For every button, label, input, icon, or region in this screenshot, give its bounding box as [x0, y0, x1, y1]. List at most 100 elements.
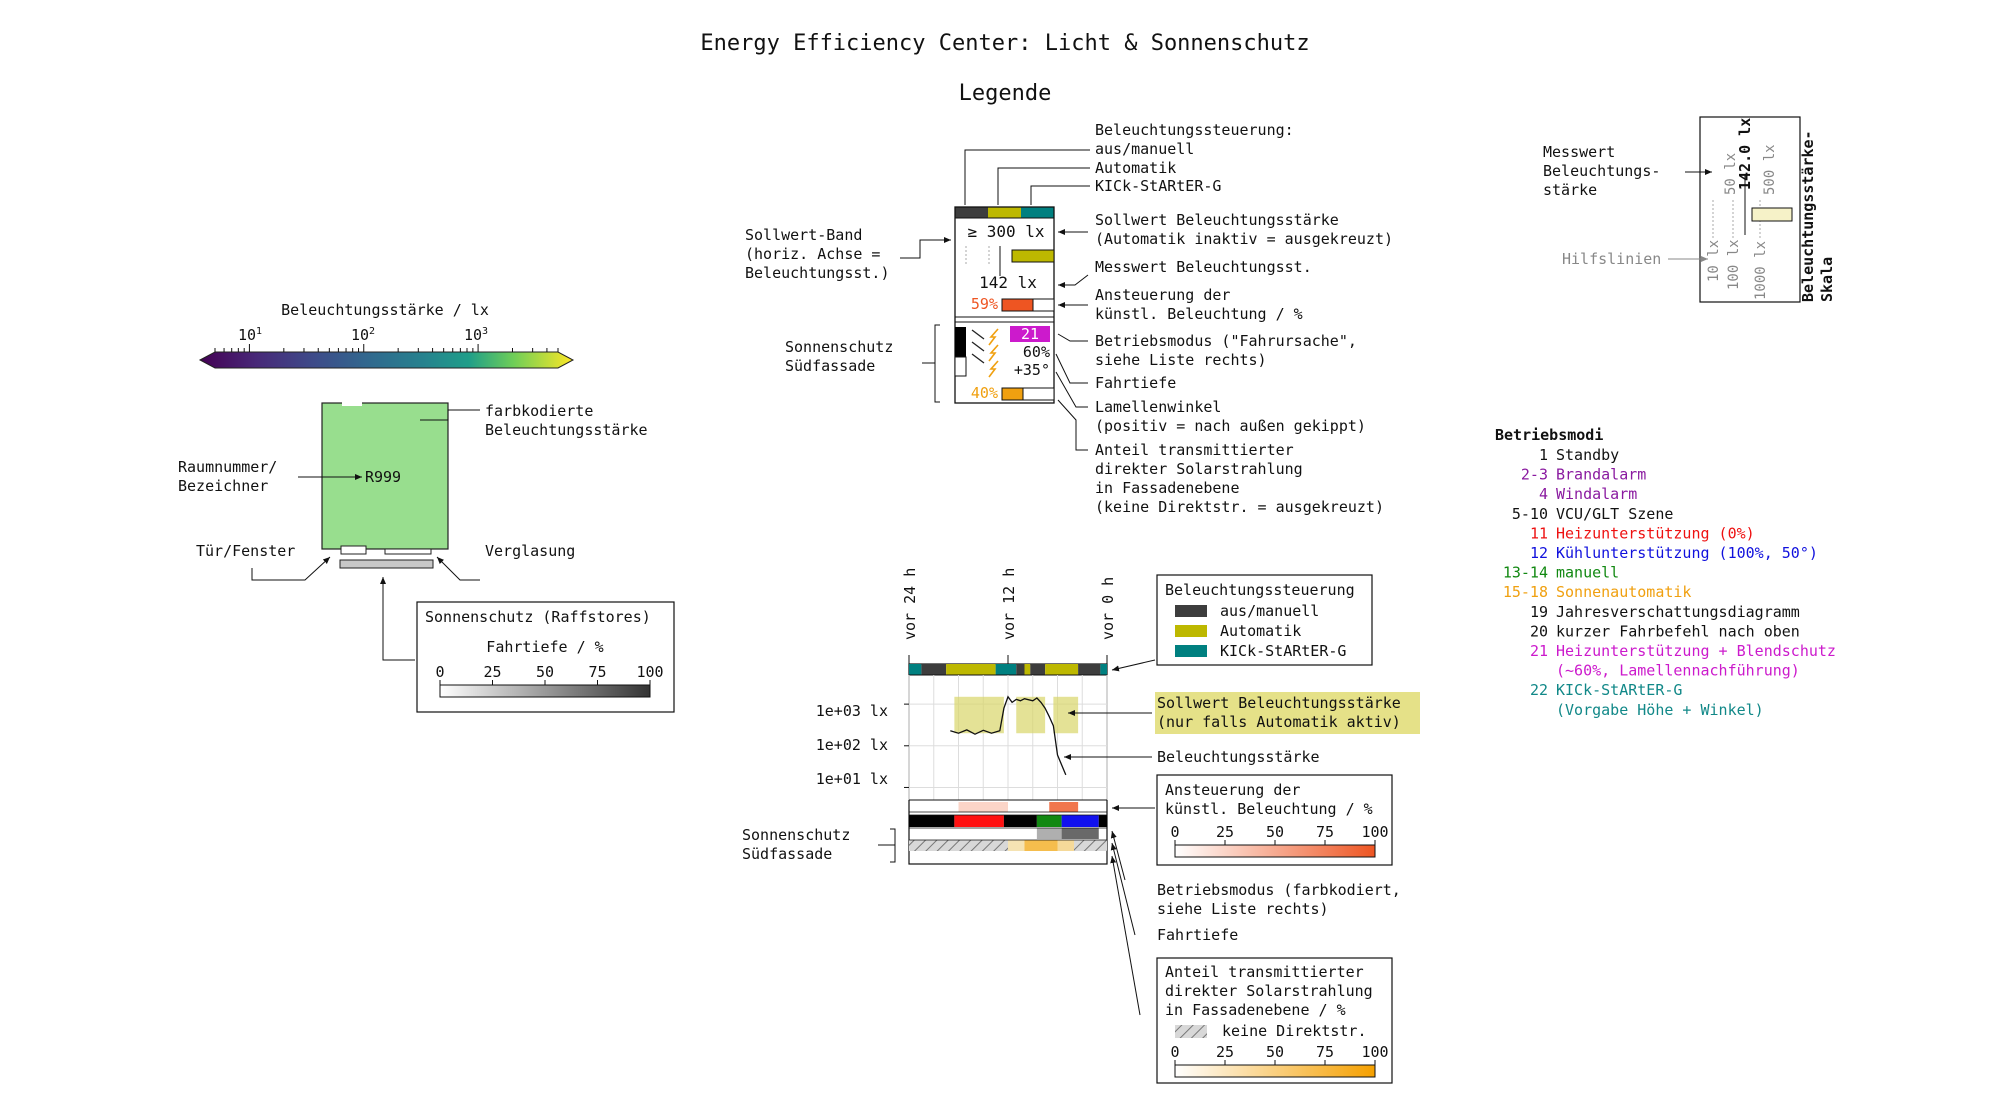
scale-value: 142.0 lx: [1736, 118, 1754, 190]
text-line: Skala: [1818, 257, 1836, 302]
actuation-segment: [958, 802, 1008, 812]
text-line: künstl. Beleuchtung / %: [1095, 305, 1303, 323]
control-legend-swatch: [1175, 645, 1207, 657]
mode-label: Sonnenautomatik: [1556, 583, 1691, 601]
main-title: Energy Efficiency Center: Licht & Sonnen…: [700, 31, 1309, 56]
raffstore-label: Fahrtiefe / %: [486, 638, 603, 656]
tile-transmitted-fill: [1001, 387, 1024, 401]
operating-mode-band: [909, 815, 1107, 827]
text-line: direkter Solarstrahlung: [1095, 460, 1303, 478]
mode-number: 5-10: [1512, 505, 1548, 523]
text-line: Südfassade: [785, 357, 875, 375]
raffstore-title: Sonnenschutz (Raffstores): [425, 608, 651, 626]
text-line: Beleuchtungsstärke-: [1799, 130, 1817, 302]
mode-number: 21: [1530, 642, 1548, 660]
annot-color-line: [420, 409, 480, 421]
text-line: Sollwert Beleuchtungsstärke: [1157, 694, 1401, 712]
text-line: (positiv = nach außen gekippt): [1095, 417, 1366, 435]
tile-mode-badge-bg: [1010, 326, 1050, 342]
control-legend-swatch: [1175, 605, 1207, 617]
tile-mode-bar-1: [988, 207, 1021, 218]
text-line: Raumnummer/: [178, 458, 277, 476]
depth-band: [1036, 828, 1099, 839]
gradient-tick-label: 100: [636, 663, 663, 681]
text-line: Südfassade: [742, 845, 832, 863]
mode-label: Windalarm: [1556, 485, 1637, 503]
text-line: in Fassadenebene / %: [1165, 1001, 1346, 1019]
colorbar-tick-label: 103: [464, 326, 488, 344]
solar-segment: [1074, 840, 1107, 851]
tile-mode-bar-2: [1021, 207, 1054, 218]
sunshade-marker: [339, 559, 434, 569]
mode-label: Jahresverschattungsdiagramm: [1556, 603, 1800, 621]
mode-segment: [1036, 815, 1062, 827]
mode-label: KICk-StARtER-G: [1556, 681, 1682, 699]
text-line: direkter Solarstrahlung: [1165, 982, 1373, 1000]
annot-angle: Lamellenwinkel(positiv = nach außen geki…: [1095, 398, 1366, 435]
text-line: (nur falls Automatik aktiv): [1157, 713, 1401, 731]
setpoint-bands: [954, 696, 1079, 734]
mode-label: Standby: [1556, 446, 1619, 464]
no-sun-swatch: [1175, 1025, 1207, 1038]
text-line: in Fassadenebene: [1095, 479, 1240, 497]
text-line: Betriebsmodus (farbkodiert,: [1157, 881, 1401, 899]
setpoint-band: [1016, 696, 1046, 734]
setpoint-note-bg: [1155, 692, 1420, 734]
text-line: (Automatik inaktiv = ausgekreuzt): [1095, 230, 1393, 248]
annot-auto: Automatik: [1095, 159, 1176, 177]
scale-legend: 142.0 lx 50 lx 500 lx 10 lx 100 lx 1000 …: [1543, 116, 1836, 303]
text-line: Sollwert Beleuchtungsstärke: [1095, 211, 1339, 229]
text-line: siehe Liste rechts): [1095, 351, 1267, 369]
gradient-tick-label: 25: [1216, 823, 1234, 841]
control-mode-segment: [1078, 664, 1101, 675]
room-label: R999: [365, 468, 401, 486]
gradient-tick-label: 100: [1361, 1043, 1388, 1061]
text-line: aus/manuell: [1095, 140, 1194, 158]
illuminance-line: [950, 695, 1067, 776]
mode-label: Brandalarm: [1556, 466, 1646, 484]
timeline-chart: vor 24 h vor 12 h vor 0 h 1e+03 lx 1e+02…: [742, 568, 1420, 1084]
text-line: Sonnenschutz: [742, 826, 850, 844]
sun-ray-icons: [988, 328, 999, 378]
annot-measured-arrow: [1058, 274, 1089, 288]
annot-mode-line: [1057, 333, 1088, 342]
annot-door: Tür/Fenster: [196, 542, 295, 560]
scale-top-label: 50 lx: [1723, 153, 1739, 195]
scale-annot-helplines: Hilfslinien: [1562, 250, 1661, 268]
modes-title: Betriebsmodi: [1495, 426, 1603, 444]
control-mode-segment: [1024, 664, 1031, 675]
mode-label: Kühlunterstützung (100%, 50°): [1556, 544, 1818, 562]
scale-top-label: 500 lx: [1762, 144, 1778, 195]
tile-legend: ≥ 300 lx 142 lx 59% 21 60% +35° 40% Bele…: [745, 121, 1393, 516]
text-line: Lamellenwinkel: [1095, 398, 1221, 416]
solar-gradient: [1174, 1064, 1376, 1078]
annot-door-line: [251, 556, 331, 581]
text-line: Bezeichner: [178, 477, 268, 495]
mode-label: (~60%, Lamellennachführung): [1556, 662, 1800, 680]
scale-band: [1751, 207, 1793, 222]
tile-actuation: 59%: [971, 295, 998, 313]
mode-number: 13-14: [1503, 564, 1548, 582]
text-line: stärke: [1543, 181, 1597, 199]
text-line: Beleuchtungsst.): [745, 264, 890, 282]
control-mode-segment: [1030, 664, 1046, 675]
annot-band: Sollwert-Band(horiz. Achse =Beleuchtungs…: [745, 226, 890, 282]
depth-segment: [1061, 828, 1099, 839]
tile-depth: 60%: [1023, 343, 1050, 361]
scale-axis-label: Beleuchtungsstärke-Skala: [1799, 130, 1836, 302]
room-tile: [321, 402, 449, 550]
tile-setpoint-band: [1011, 249, 1055, 263]
legend-title: Legende: [959, 81, 1052, 106]
door-window-marker: [340, 545, 367, 555]
text-line: Ansteuerung der: [1095, 286, 1230, 304]
annot-glazing-line: [436, 556, 480, 581]
solar-band: [909, 811, 1107, 851]
